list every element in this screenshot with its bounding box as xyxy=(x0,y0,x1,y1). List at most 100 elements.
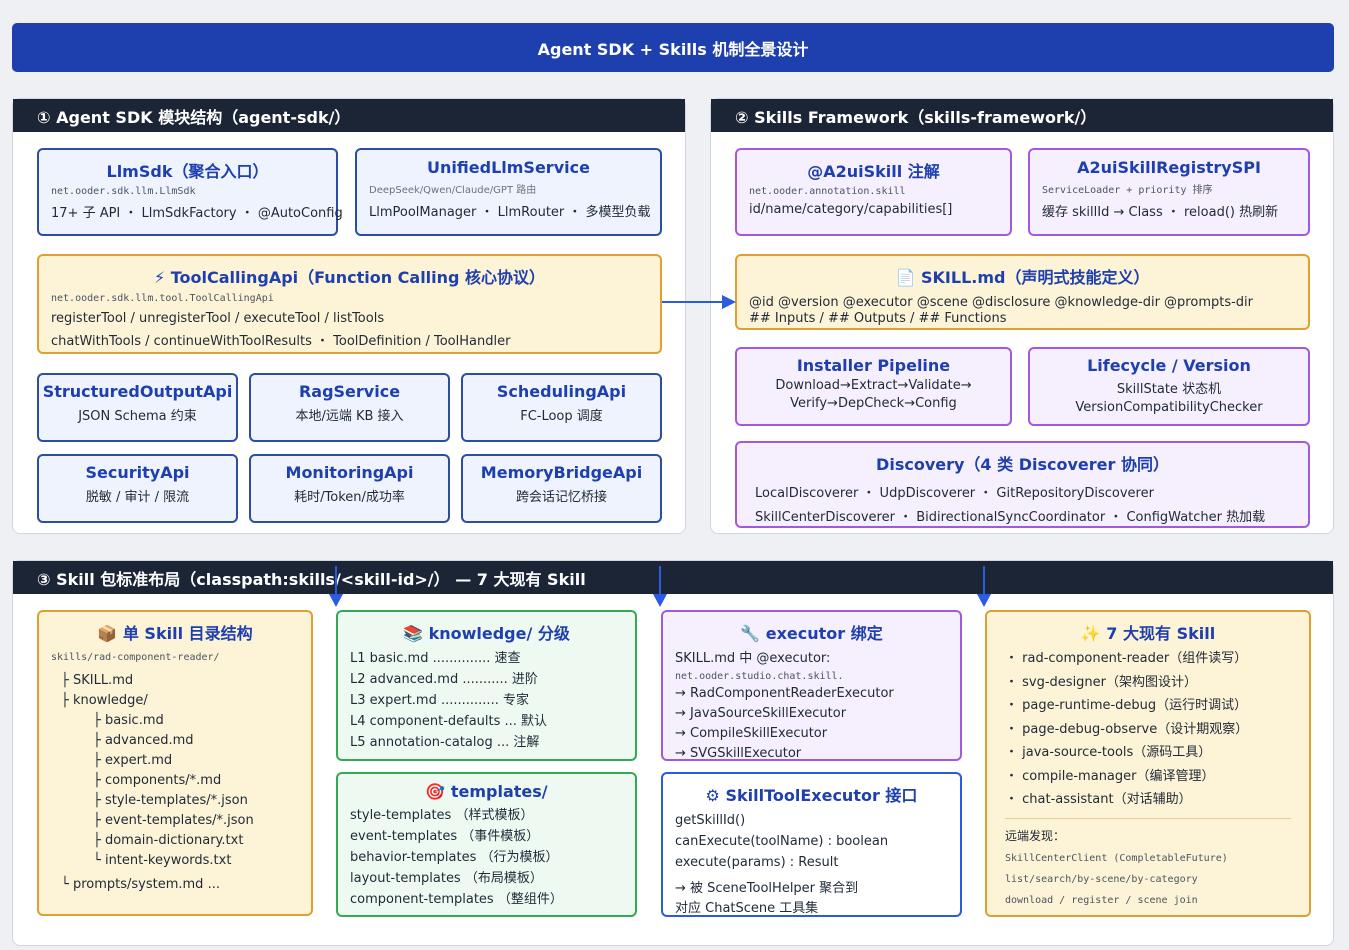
page-title: Agent SDK + Skills 机制全景设计 xyxy=(12,23,1334,72)
list-item: list/search/by-scene/by-category xyxy=(1005,873,1198,885)
toolcalling-to-skillmd-arrow xyxy=(662,295,736,309)
tool-executor-note-1: → 被 SceneToolHelper 聚合到 xyxy=(675,881,859,896)
templates-title-text: templates/ xyxy=(450,782,548,801)
list-item: L4 component-defaults ... 默认 xyxy=(350,714,548,729)
module-title: MonitoringApi xyxy=(285,463,414,482)
module-monitoring: MonitoringApi 耗时/Token/成功率 xyxy=(249,454,450,523)
module-memory-bridge: MemoryBridgeApi 跨会话记忆桥接 xyxy=(461,454,662,523)
knowledge-title-text: knowledge/ 分级 xyxy=(428,624,570,643)
a2ui-skill-box: @A2uiSkill 注解 net.ooder.annotation.skill… xyxy=(735,148,1012,236)
tool-executor-title: ⚙ SkillToolExecutor 接口 xyxy=(663,782,960,806)
skill-dir-path: skills/rad-component-reader/ xyxy=(51,652,220,663)
seven-skills-title: ✨ 7 大现有 Skill xyxy=(987,620,1309,644)
skill-layout-heading: ③ Skill 包标准布局（classpath:skills/<skill-id… xyxy=(13,561,1333,594)
list-item: ・ page-runtime-debug（运行时调试） xyxy=(1005,698,1248,713)
registry-spi-box: A2uiSkillRegistrySPI ServiceLoader + pri… xyxy=(1028,148,1310,236)
tree-item: ├ components/*.md xyxy=(93,773,222,788)
list-item: L1 basic.md .............. 速查 xyxy=(350,651,521,666)
executor-box: 🔧 executor 绑定 SKILL.md 中 @executor: net.… xyxy=(661,610,962,761)
skill-dir-box: 📦 单 Skill 目录结构 skills/rad-component-read… xyxy=(37,610,313,916)
a2ui-skill-title: @A2uiSkill 注解 xyxy=(807,162,940,181)
seven-skills-list: ・ rad-component-reader（组件读写） ・ svg-desig… xyxy=(1005,647,1309,812)
tree-item: ├ expert.md xyxy=(93,753,173,768)
skills-framework-panel: ② Skills Framework（skills-framework/） @A… xyxy=(710,98,1334,534)
templates-box: 🎯 templates/ style-templates （样式模板） even… xyxy=(336,772,637,917)
module-security: SecurityApi 脱敏 / 审计 / 限流 xyxy=(37,454,238,523)
tree-item: ├ advanced.md xyxy=(93,733,194,748)
list-item: → JavaSourceSkillExecutor xyxy=(675,706,847,721)
module-desc: 本地/远端 KB 接入 xyxy=(295,409,404,424)
executor-list: → RadComponentReaderExecutor → JavaSourc… xyxy=(675,684,960,764)
divider xyxy=(1005,817,1291,819)
toolcalling-title-text: ToolCallingApi（Function Calling 核心协议） xyxy=(170,268,546,287)
tree-item: └ intent-keywords.txt xyxy=(93,853,232,868)
module-desc: FC-Loop 调度 xyxy=(520,409,603,424)
templates-title: 🎯 templates/ xyxy=(338,782,635,801)
lifecycle-line-2: VersionCompatibilityChecker xyxy=(1075,400,1263,415)
target-icon: 🎯 xyxy=(425,782,446,801)
unified-llm-routes: DeepSeek/Qwen/Claude/GPT 路由 xyxy=(369,185,537,196)
list-item: ・ rad-component-reader（组件读写） xyxy=(1005,651,1248,666)
toolcalling-box: ⚡ ToolCallingApi（Function Calling 核心协议） … xyxy=(37,254,662,354)
registry-spi-loader: ServiceLoader + priority 排序 xyxy=(1042,185,1213,196)
skill-md-title: 📄 SKILL.md（声明式技能定义） xyxy=(737,264,1308,288)
module-title: StructuredOutputApi xyxy=(42,382,233,401)
installer-line-2: Verify→DepCheck→Config xyxy=(790,396,957,411)
tree-item: ├ basic.md xyxy=(93,713,164,728)
down-arrow-2 xyxy=(653,566,667,607)
list-item: ・ page-debug-observe（设计期观察） xyxy=(1005,721,1249,737)
executor-title: 🔧 executor 绑定 xyxy=(663,620,960,644)
discovery-line-1: LocalDiscoverer ・ UdpDiscoverer ・ GitRep… xyxy=(755,486,1154,501)
skill-md-line-1: @id @version @executor @scene @disclosur… xyxy=(749,295,1254,310)
toolcalling-title: ⚡ ToolCallingApi（Function Calling 核心协议） xyxy=(39,264,660,288)
module-desc: JSON Schema 约束 xyxy=(78,409,197,424)
agent-sdk-panel: ① Agent SDK 模块结构（agent-sdk/） LlmSdk（聚合入口… xyxy=(12,98,686,534)
list-item: style-templates （样式模板） xyxy=(350,808,534,823)
list-item: component-templates （整组件） xyxy=(350,892,563,907)
list-item: → CompileSkillExecutor xyxy=(675,726,828,741)
module-title: MemoryBridgeApi xyxy=(480,463,643,482)
installer-title: Installer Pipeline xyxy=(796,356,951,375)
list-item: ・ svg-designer（架构图设计） xyxy=(1005,674,1198,690)
executor-line-1: SKILL.md 中 @executor: xyxy=(675,651,831,666)
list-item: L3 expert.md .............. 专家 xyxy=(350,693,529,708)
unified-llm-box: UnifiedLlmService DeepSeek/Qwen/Claude/G… xyxy=(355,148,662,236)
discovery-box: Discovery（4 类 Discoverer 协同） LocalDiscov… xyxy=(735,441,1310,528)
seven-skills-box: ✨ 7 大现有 Skill ・ rad-component-reader（组件读… xyxy=(985,610,1311,917)
tool-executor-note-2: 对应 ChatScene 工具集 xyxy=(675,901,819,916)
installer-pipeline-box: Installer Pipeline Download→Extract→Vali… xyxy=(735,347,1012,426)
list-item: ・ java-source-tools（源码工具） xyxy=(1005,745,1212,760)
list-item: L2 advanced.md ........... 进阶 xyxy=(350,672,538,687)
executor-package: net.ooder.studio.chat.skill. xyxy=(675,671,844,682)
unified-llm-title: UnifiedLlmService xyxy=(427,158,590,177)
registry-spi-desc: 缓存 skillId → Class ・ reload() 热刷新 xyxy=(1042,205,1279,220)
module-desc: 脱敏 / 审计 / 限流 xyxy=(85,490,190,505)
llmsdk-desc: 17+ 子 API ・ LlmSdkFactory ・ @AutoConfig xyxy=(51,206,343,221)
installer-line-1: Download→Extract→Validate→ xyxy=(775,378,972,393)
list-item: SkillCenterClient (CompletableFuture) xyxy=(1005,852,1228,864)
tool-executor-box: ⚙ SkillToolExecutor 接口 getSkillId() canE… xyxy=(661,772,962,917)
skill-layout-panel: ③ Skill 包标准布局（classpath:skills/<skill-id… xyxy=(12,560,1334,946)
list-item: layout-templates （布局模板） xyxy=(350,871,543,886)
lifecycle-box: Lifecycle / Version SkillState 状态机 Versi… xyxy=(1028,347,1310,426)
tree-item: ├ domain-dictionary.txt xyxy=(93,833,244,848)
tree-item: ├ event-templates/*.json xyxy=(93,813,254,828)
gear-icon: ⚙ xyxy=(705,786,720,805)
list-item: L5 annotation-catalog ... 注解 xyxy=(350,735,540,750)
tool-executor-methods: getSkillId() canExecute(toolName) : bool… xyxy=(675,810,960,873)
tree-item-prompts: └ prompts/system.md ... xyxy=(61,877,220,892)
skills-framework-heading: ② Skills Framework（skills-framework/） xyxy=(711,99,1333,132)
skill-dir-title: 📦 单 Skill 目录结构 xyxy=(39,620,311,644)
sparkle-icon: ✨ xyxy=(1080,624,1101,643)
list-item: ・ compile-manager（编译管理） xyxy=(1005,768,1215,784)
toolcalling-package: net.ooder.sdk.llm.tool.ToolCallingApi xyxy=(51,293,274,304)
templates-list: style-templates （样式模板） event-templates （… xyxy=(350,805,635,910)
document-icon: 📄 xyxy=(895,268,916,287)
list-item: event-templates （事件模板） xyxy=(350,829,540,844)
module-desc: 耗时/Token/成功率 xyxy=(294,490,405,505)
skill-dir-title-text: 单 Skill 目录结构 xyxy=(122,624,253,643)
package-icon: 📦 xyxy=(97,624,118,643)
list-item: → SVGSkillExecutor xyxy=(675,746,802,761)
llmsdk-box: LlmSdk（聚合入口） net.ooder.sdk.llm.LlmSdk 17… xyxy=(37,148,343,236)
module-scheduling: SchedulingApi FC-Loop 调度 xyxy=(461,373,662,442)
